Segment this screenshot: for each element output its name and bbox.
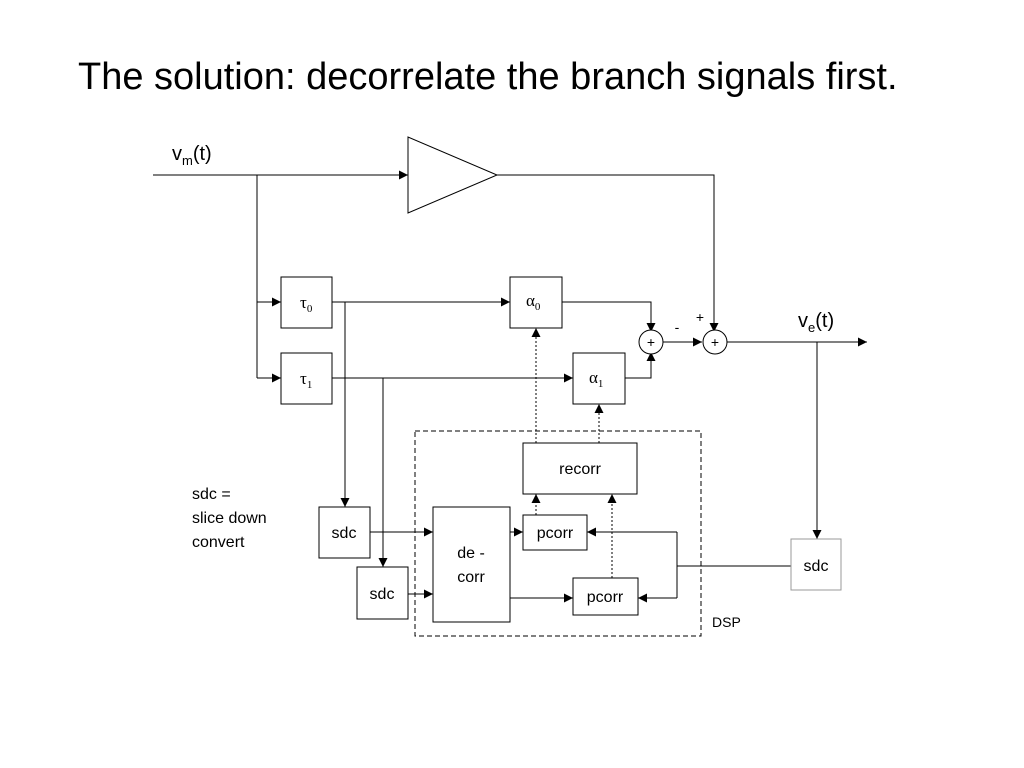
minus-sign-label: - <box>675 319 680 335</box>
decorr-label-line2: corr <box>457 569 485 586</box>
output-signal-tail: (t) <box>815 310 834 332</box>
sdc-upper-block: sdc <box>318 506 371 559</box>
tau0-block: τ0 <box>280 276 333 329</box>
plus-sign-label: + <box>696 309 704 325</box>
legend-line-3: convert <box>192 534 245 551</box>
svg-text:τ1: τ1 <box>300 369 312 391</box>
pcorr-bottom-block: pcorr <box>572 577 639 616</box>
input-signal-main: v <box>172 143 182 165</box>
svg-text:τ0: τ0 <box>300 293 313 315</box>
tau1-block: τ1 <box>280 352 333 405</box>
pcorr-bottom-label: pcorr <box>587 589 624 606</box>
legend-line-2: slice down <box>192 510 267 527</box>
sdc-output-block: sdc <box>790 538 842 591</box>
alpha1-symbol: α <box>589 368 598 387</box>
svg-text:α0: α0 <box>526 291 541 313</box>
amp-output-line <box>497 174 719 332</box>
summing-junction-2: + <box>702 329 728 355</box>
slide-title: The solution: decorrelate the branch sig… <box>78 56 898 98</box>
input-signal-label: vm(t) <box>172 143 212 168</box>
summing-junction-1-sign: + <box>647 334 655 350</box>
alpha0-symbol: α <box>526 291 535 310</box>
output-signal-main: v <box>798 310 808 332</box>
tau0-symbol: τ <box>300 293 307 312</box>
tau0-subscript: 0 <box>307 303 313 315</box>
dsp-label: DSP <box>712 614 741 630</box>
sdc-lower-block: sdc <box>356 566 409 620</box>
main-signal-path <box>153 170 719 332</box>
sdc-output-label: sdc <box>804 558 829 575</box>
branch-wires <box>256 175 867 603</box>
alpha0-subscript: 0 <box>535 301 541 313</box>
recorr-label: recorr <box>559 461 601 478</box>
svg-text:α1: α1 <box>589 368 603 390</box>
alpha1-subscript: 1 <box>598 378 604 390</box>
decorr-label-line1: de - <box>457 545 485 562</box>
input-signal-tail: (t) <box>193 143 212 165</box>
recorr-block: recorr <box>522 442 638 495</box>
tau1-subscript: 1 <box>307 379 313 391</box>
summing-junction-1: + <box>638 329 664 355</box>
output-signal-subscript: e <box>808 320 815 335</box>
pcorr-top-block: pcorr <box>522 514 588 551</box>
alpha0-block: α0 <box>509 276 563 329</box>
alpha1-block: α1 <box>572 352 626 405</box>
output-signal-label: ve(t) <box>798 310 834 335</box>
input-signal-subscript: m <box>182 153 193 168</box>
sdc-lower-label: sdc <box>370 586 395 603</box>
sdc-legend: sdc = slice down convert <box>192 486 267 551</box>
sdc-upper-label: sdc <box>332 525 357 542</box>
control-paths <box>531 328 617 578</box>
dsp-region <box>414 430 702 637</box>
tau1-symbol: τ <box>300 369 307 388</box>
summing-junction-2-sign: + <box>711 334 719 350</box>
amplifier-triangle <box>407 136 499 214</box>
decorr-block: de - corr <box>432 506 511 623</box>
legend-line-1: sdc = <box>192 486 231 503</box>
pcorr-top-label: pcorr <box>537 525 574 542</box>
